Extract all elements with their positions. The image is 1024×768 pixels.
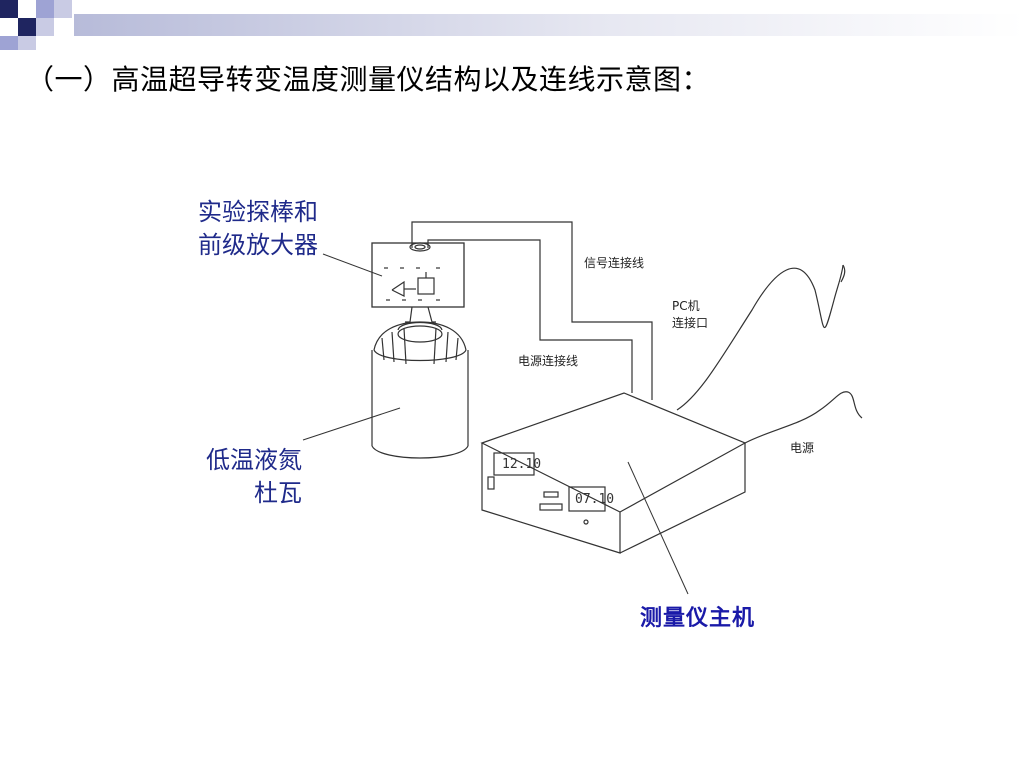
dewar-label: 低温液氮 杜瓦 <box>190 444 302 510</box>
probe-preamp-box <box>322 242 465 308</box>
signal-cable <box>411 221 653 400</box>
signal-cable-label: 信号连接线 <box>584 256 645 270</box>
right-display: 07.10 <box>575 492 615 507</box>
dewar-label-line-2: 杜瓦 <box>254 479 302 507</box>
probe-label-line-1: 实验探棒和 <box>198 198 318 226</box>
dewar-label-line-1: 低温液氮 <box>206 446 302 474</box>
power-cord <box>744 391 863 444</box>
left-display: 12.10 <box>502 457 542 472</box>
power-label: 电源 <box>790 441 815 455</box>
slide-title: （一）高温超导转变温度测量仪结构以及连线示意图： <box>26 63 711 96</box>
pc-cable <box>676 264 846 411</box>
pc-port-label: PC机 连接口 <box>672 298 708 332</box>
probe-label-line-2: 前级放大器 <box>198 231 318 259</box>
pc-port-label-line-2: 连接口 <box>672 316 709 330</box>
power-cable-label: 电源连接线 <box>518 354 579 368</box>
pc-port-label-line-1: PC机 <box>672 299 700 313</box>
probe-label: 实验探棒和 前级放大器 <box>198 196 318 262</box>
power-cable <box>427 239 633 393</box>
header-decoration <box>0 0 1024 50</box>
main-unit-label: 测量仪主机 <box>640 605 756 631</box>
dewar-flask <box>302 306 469 459</box>
